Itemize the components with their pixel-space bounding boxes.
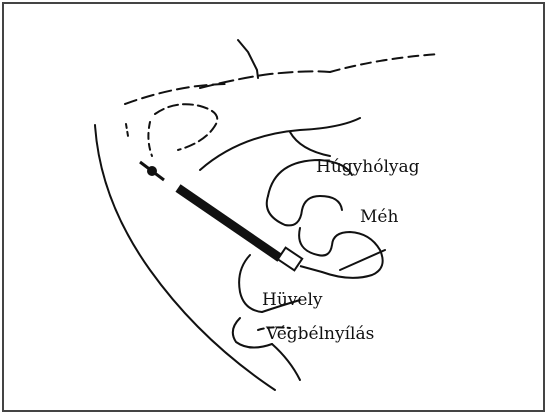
speculum-tip <box>278 248 302 271</box>
top-dashed-left <box>125 84 230 104</box>
pelvic-bone-dashed <box>155 104 217 150</box>
speculum <box>140 162 322 272</box>
small-dashed-arc <box>148 122 152 156</box>
label-uterus: Méh <box>360 207 398 227</box>
label-vagina: Hüvely <box>262 290 323 310</box>
speculum-shaft <box>178 188 280 258</box>
top-tick <box>238 40 258 78</box>
diagram-border <box>3 3 544 411</box>
bladder-lower-outline <box>267 196 342 225</box>
speculum-tip-line <box>300 266 322 272</box>
vagina-outline <box>239 255 262 312</box>
small-dashed-tick <box>126 124 128 136</box>
bladder-top-contour <box>290 132 330 156</box>
label-anus: Végbélnyílás <box>265 324 374 344</box>
top-dashed-right <box>330 54 440 72</box>
top-dashed-upper <box>200 71 330 88</box>
lower-curve <box>272 344 300 380</box>
speculum-knob <box>147 166 157 176</box>
uterus-pointer <box>340 250 385 270</box>
label-bladder: Húgyhólyag <box>316 157 420 177</box>
